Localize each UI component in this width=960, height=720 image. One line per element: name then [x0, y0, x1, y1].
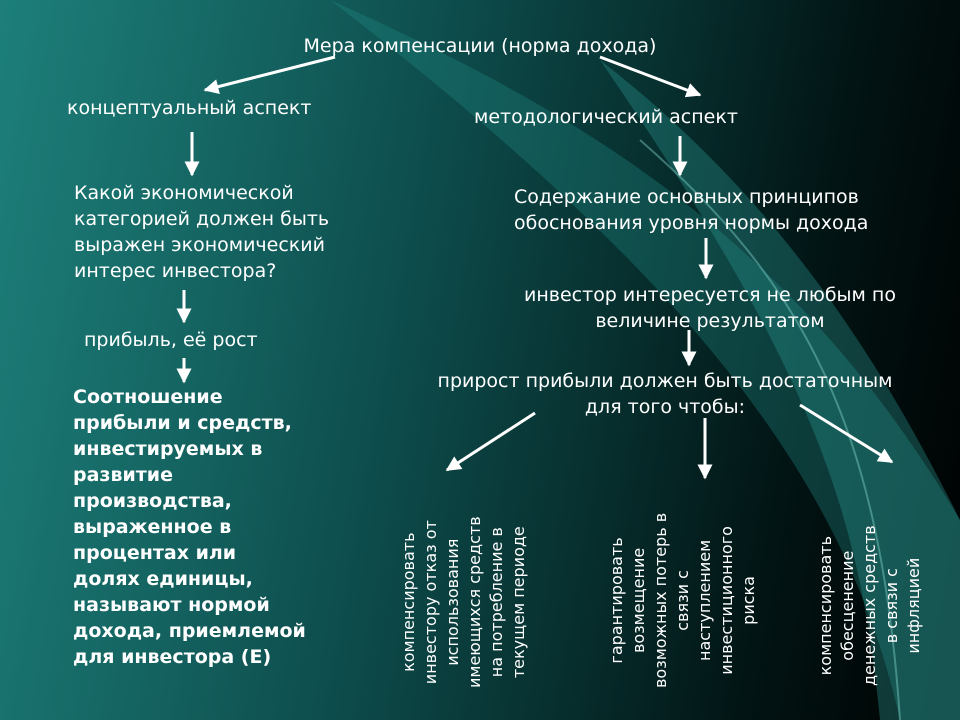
arrow-growth-to-goal3 [799, 403, 894, 464]
goal-compensate-consumption: компенсировать инвестору отказ от исполь… [399, 516, 528, 688]
diagram-title: Мера компенсации (норма дохода) [303, 35, 657, 57]
arrow-title-to-left [203, 55, 336, 94]
conceptual-aspect-label: концептуальный аспект [67, 97, 312, 119]
investor-interest-block: инвестор интересуется не любым по величи… [524, 284, 896, 332]
economic-category-question: Какой экономической категорией должен бы… [74, 182, 330, 282]
methodological-aspect-label: методологический аспект [474, 106, 738, 128]
return-rate-definition: Соотношение прибыли и средств, инвестиру… [73, 386, 306, 668]
goal-guarantee-risk: гарантировать возмещение возможных потер… [607, 512, 758, 688]
principles-block: Содержание основных принципов обосновани… [514, 186, 869, 234]
goal-compensate-inflation: компенсировать обесценение денежных сред… [816, 525, 923, 686]
arrow-growth-to-goal1 [445, 411, 536, 472]
profit-growth-requirement: прирост прибыли должен быть достаточным … [437, 370, 893, 418]
profit-growth-label: прибыль, её рост [84, 329, 258, 351]
arrow-title-to-right [599, 55, 702, 98]
